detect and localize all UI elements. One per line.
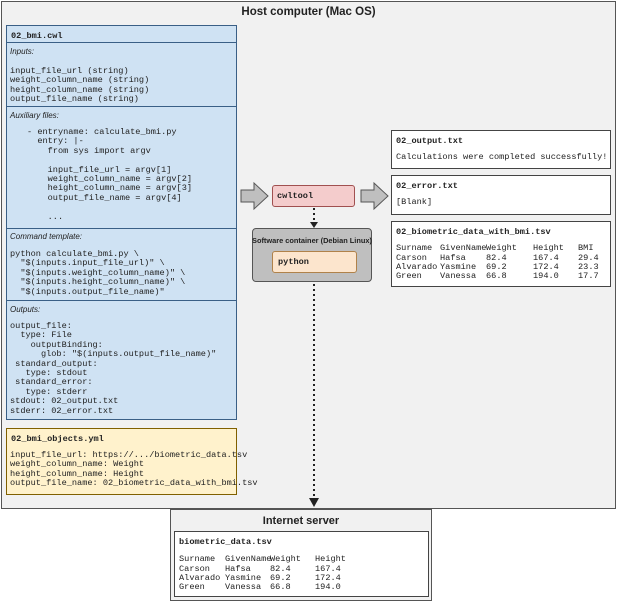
table-cell: Carson <box>179 564 210 574</box>
table-cell: 69.2 <box>486 262 507 272</box>
arrow-head-container <box>310 222 318 228</box>
table-cell: Alvarado <box>396 262 438 272</box>
table-header-cell: Height <box>315 554 346 564</box>
table-cell: 66.8 <box>270 582 291 592</box>
table-header-cell: BMI <box>578 243 594 253</box>
aux-files-label: Auxiliary files: <box>10 111 59 120</box>
table-header-cell: GivenName <box>225 554 272 564</box>
python-box <box>272 251 357 273</box>
table-header-cell: Height <box>533 243 564 253</box>
arrow-to-outputs <box>360 181 389 211</box>
command-template-text: python calculate_bmi.py \ "$(inputs.inpu… <box>10 249 186 297</box>
table-cell: Carson <box>396 253 427 263</box>
python-label: python <box>278 257 309 267</box>
output-txt-title: 02_output.txt <box>396 136 464 146</box>
table-cell: 23.3 <box>578 262 599 272</box>
table-header-cell: Weight <box>486 243 517 253</box>
output-txt-box <box>391 130 611 169</box>
section-divider <box>6 42 237 43</box>
table-cell: 82.4 <box>270 564 291 574</box>
outputs-text: output_file: type: File outputBinding: g… <box>10 321 217 416</box>
inputs-label: Inputs: <box>10 47 35 56</box>
error-txt-text: [Blank] <box>396 197 433 207</box>
table-cell: Vanessa <box>440 271 477 281</box>
yml-file-title: 02_bmi_objects.yml <box>11 434 104 444</box>
table-cell: Yasmine <box>440 262 477 272</box>
table-header-cell: Surname <box>396 243 433 253</box>
table-cell: 69.2 <box>270 573 291 583</box>
table-cell: 172.4 <box>533 262 559 272</box>
table-cell: Green <box>396 271 422 281</box>
table-header-cell: Surname <box>179 554 216 564</box>
table-cell: 66.8 <box>486 271 507 281</box>
section-divider <box>6 228 237 229</box>
software-container-title: Software container (Debian Linux) <box>252 236 372 245</box>
section-divider <box>6 300 237 301</box>
table-cell: 194.0 <box>315 582 341 592</box>
inputs-text: input_file_url (string) weight_column_na… <box>10 66 150 105</box>
table-cell: Green <box>179 582 205 592</box>
cwl-file-box <box>6 25 237 420</box>
cwltool-label: cwltool <box>277 191 314 201</box>
bmi-data-box <box>391 221 611 287</box>
table-cell: 167.4 <box>533 253 559 263</box>
bmi-data-title: 02_biometric_data_with_bmi.tsv <box>396 227 551 237</box>
arrow-head-internet <box>309 498 319 507</box>
biometric-data-title: biometric_data.tsv <box>179 537 272 547</box>
cwltool-box <box>272 185 355 207</box>
table-cell: Yasmine <box>225 573 262 583</box>
table-cell: Hafsa <box>225 564 251 574</box>
table-cell: Hafsa <box>440 253 466 263</box>
internet-server-title: Internet server <box>262 515 340 527</box>
command-template-label: Command template: <box>10 232 83 241</box>
host-computer-title: Host computer (Mac OS) <box>241 6 376 18</box>
table-cell: Alvarado <box>179 573 221 583</box>
table-cell: 194.0 <box>533 271 559 281</box>
table-cell: 167.4 <box>315 564 341 574</box>
table-header-cell: GivenName <box>440 243 487 253</box>
section-divider <box>6 106 237 107</box>
error-txt-title: 02_error.txt <box>396 181 458 191</box>
biometric-data-box <box>174 531 429 597</box>
error-txt-box <box>391 175 611 215</box>
aux-files-text: - entryname: calculate_bmi.py entry: |- … <box>27 127 193 222</box>
outputs-label: Outputs: <box>10 305 41 314</box>
yml-file-text: input_file_url: https://.../biometric_da… <box>10 450 258 489</box>
table-cell: 17.7 <box>578 271 599 281</box>
table-cell: 172.4 <box>315 573 341 583</box>
table-cell: 82.4 <box>486 253 507 263</box>
yml-file-box <box>6 428 237 495</box>
table-cell: Vanessa <box>225 582 262 592</box>
table-header-cell: Weight <box>270 554 301 564</box>
arrow-to-cwltool <box>240 181 269 211</box>
output-txt-text: Calculations were completed successfully… <box>396 152 608 162</box>
table-cell: 29.4 <box>578 253 599 263</box>
cwl-file-title: 02_bmi.cwl <box>11 31 63 41</box>
